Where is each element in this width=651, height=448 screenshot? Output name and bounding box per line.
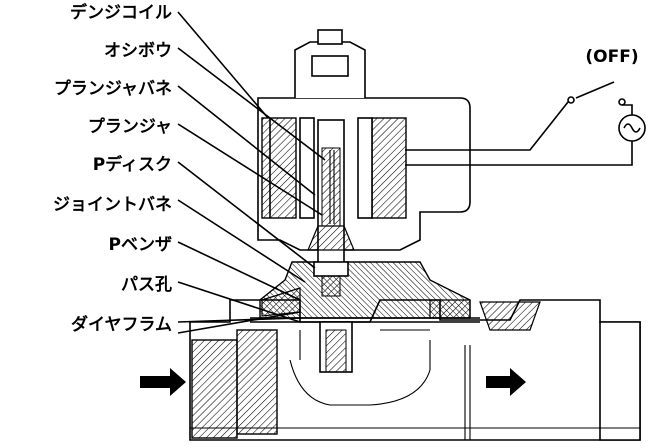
plunger-assembly bbox=[307, 119, 355, 297]
top-cap bbox=[294, 29, 366, 98]
coil-housing bbox=[257, 97, 471, 251]
label-plunger: プランジャ bbox=[88, 116, 172, 137]
leader-lines bbox=[177, 11, 326, 334]
electric-circuit bbox=[405, 81, 646, 166]
label-pass-hole: パス孔 bbox=[121, 275, 172, 295]
arrow-right-icon bbox=[140, 368, 186, 396]
label-coil: デンジコイル bbox=[70, 2, 172, 23]
valve-body bbox=[189, 299, 641, 441]
label-joint-spring: ジョイントバネ bbox=[53, 195, 172, 215]
label-p-valve: Pベンザ bbox=[109, 235, 172, 255]
label-diaphragm: ダイヤフラム bbox=[71, 314, 172, 335]
valve-bonnet bbox=[250, 261, 541, 373]
label-p-disc: Pディスク bbox=[93, 154, 172, 175]
label-rod: オシボウ bbox=[104, 41, 172, 61]
label-plunger-spring: プランジャバネ bbox=[54, 78, 172, 99]
arrow-right-icon bbox=[486, 368, 526, 396]
switch-state-label: (OFF) bbox=[585, 47, 638, 67]
